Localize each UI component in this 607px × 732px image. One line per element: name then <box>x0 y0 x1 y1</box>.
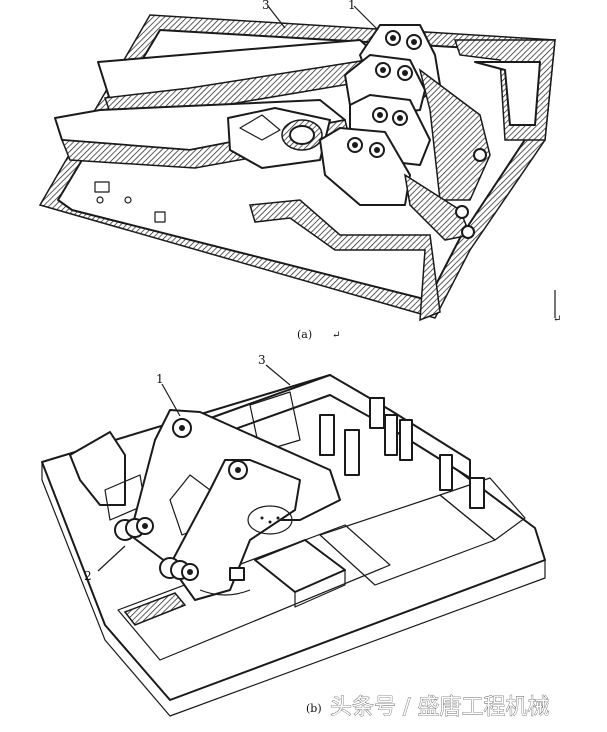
figure-b-drawing <box>41 364 546 717</box>
caption-a: (a) <box>297 328 312 341</box>
callout-a-3: 3 <box>262 0 270 12</box>
return-mark-a2: ↵ <box>553 314 561 325</box>
hinge-pin-b <box>114 517 199 581</box>
side-rail-a <box>249 199 441 322</box>
caption-b: (b) <box>306 702 322 715</box>
watermark-text: 头条号 / 盛唐工程机械 <box>330 695 549 720</box>
callout-b-2: 2 <box>84 569 92 583</box>
return-mark-a1: ↵ <box>332 330 340 341</box>
figure-a-drawing <box>38 5 556 322</box>
callout-b-3: 3 <box>258 353 266 367</box>
callout-a-1: 1 <box>348 0 356 12</box>
callout-b-1: 1 <box>156 372 164 386</box>
second-lug-plate-b <box>169 459 301 601</box>
